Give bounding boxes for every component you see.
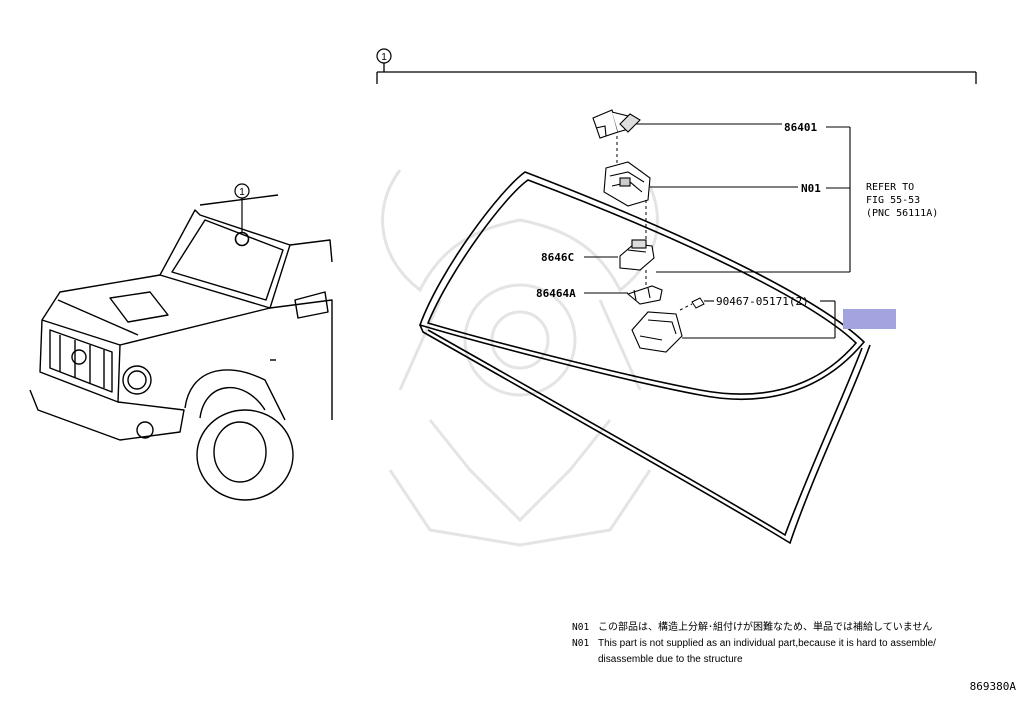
label-90467: 90467-05171(2): [716, 295, 809, 308]
callout-number-top: 1: [381, 52, 387, 63]
sensor-housing[interactable]: [631, 311, 683, 353]
note-n01-english: N01 This part is not supplied as an indiv…: [572, 636, 936, 652]
part-90467-clip[interactable]: [691, 297, 705, 309]
callout-number-vehicle: 1: [239, 187, 245, 198]
windshield-lower-edge: [419, 324, 871, 545]
assembly-axis: [616, 136, 693, 311]
refer-line-1: REFER TO: [866, 182, 914, 193]
watermark-emblem: [381, 169, 659, 547]
label-n01: N01: [801, 182, 821, 195]
callout-circle-top: 1: [376, 48, 392, 64]
label-8646c: 8646C: [541, 251, 574, 264]
part-8646c[interactable]: [619, 239, 655, 271]
refer-line-2: FIG 55-53: [866, 195, 920, 206]
refer-line-3: (PNC 56111A): [866, 208, 938, 219]
note-code: N01: [572, 622, 590, 633]
scope-bracket: [376, 62, 977, 84]
note-code: N01: [572, 638, 590, 649]
windshield-glass: [418, 171, 866, 401]
figure-id: 869380A: [969, 680, 1016, 693]
note-english-text-1: This part is not supplied as an individu…: [598, 638, 936, 649]
vehicle-callout: 1: [234, 183, 250, 247]
label-86464a: 86464A: [536, 287, 576, 300]
highlight-box[interactable]: [843, 309, 896, 329]
note-n01-english-cont: disassemble due to the structure: [572, 652, 743, 668]
part-86464a[interactable]: [626, 285, 663, 305]
label-86401: 86401: [784, 121, 817, 134]
note-japanese-text: この部品は、構造上分解･組付けが困難なため、単品では補給していません: [598, 622, 933, 633]
part-86401[interactable]: [592, 109, 641, 139]
part-n01[interactable]: [603, 161, 651, 207]
leader-lines: [584, 123, 851, 339]
note-english-text-2: disassemble due to the structure: [598, 654, 743, 665]
vehicle-illustration: [29, 194, 333, 501]
note-n01-japanese: N01 この部品は、構造上分解･組付けが困難なため、単品では補給していません: [572, 620, 932, 636]
